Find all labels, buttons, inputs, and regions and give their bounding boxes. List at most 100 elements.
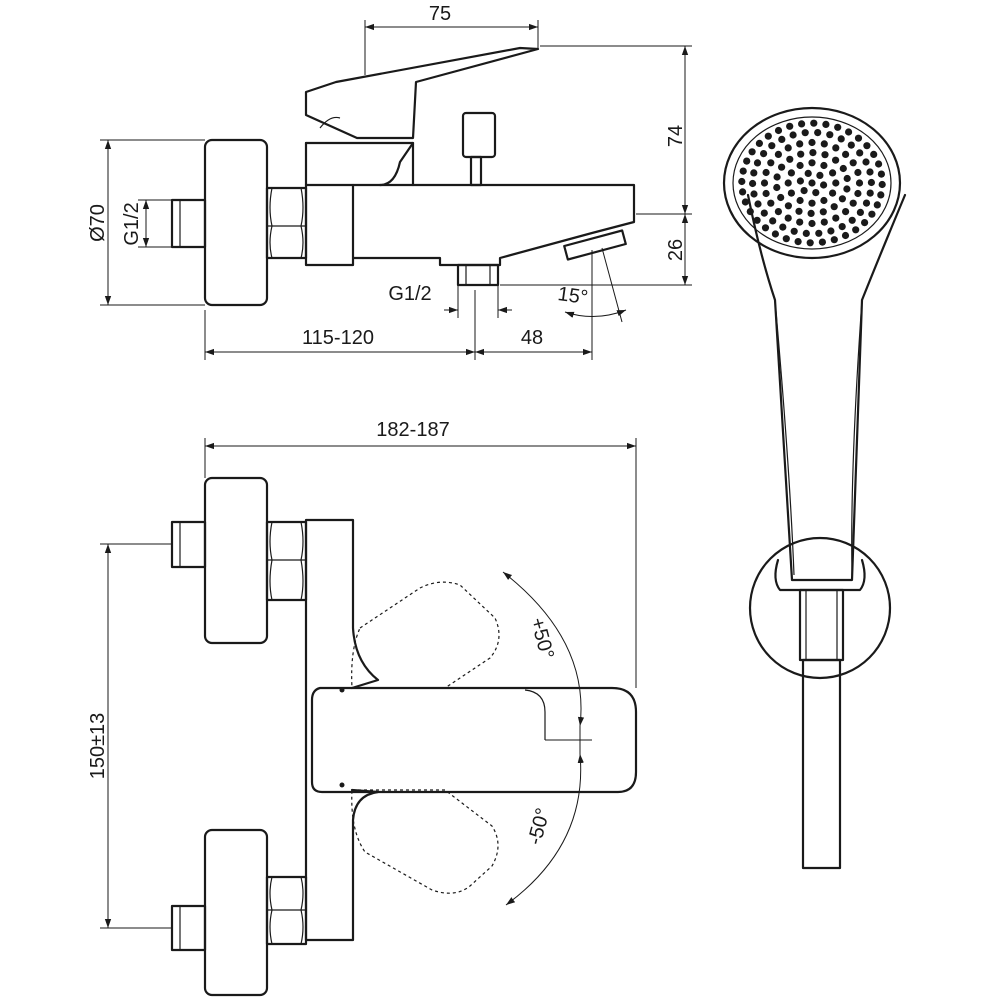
shower-nozzle-dot [795, 207, 803, 215]
shower-nozzle-dot [748, 148, 756, 156]
dim-150: 150±13 [87, 713, 109, 780]
shower-nozzle-dot [784, 179, 792, 187]
shower-nozzle-dot [849, 199, 857, 207]
shower-nozzle-dot [796, 218, 804, 226]
shower-nozzle-dot [774, 126, 783, 135]
front-handle-minus-50 [351, 789, 499, 894]
shower-nozzle-dot [779, 223, 787, 231]
shower-nozzle-dot [861, 219, 869, 227]
shower-nozzle-dot [820, 196, 828, 205]
shower-nozzle-dot [760, 209, 768, 217]
side-inlet-nipple [170, 198, 207, 249]
side-diverter-knob [461, 111, 497, 159]
shower-nozzle-dot [796, 196, 804, 205]
shower-nozzle-dot [854, 168, 862, 177]
shower-nozzle-dot [784, 202, 793, 210]
shower-nozzle-dot [878, 180, 886, 189]
shower-nozzle-dot [741, 198, 750, 206]
shower-nozzle-dot [843, 185, 851, 193]
shower-nozzle-dot [837, 135, 845, 143]
shower-nozzle-dot [814, 129, 822, 137]
side-view: 75 74 26 Ø70 G1/2 G1/2 15° [87, 3, 692, 360]
shower-nozzle-dot [870, 150, 878, 158]
shower-nozzle-dot [796, 177, 805, 185]
shower-nozzle-dot [739, 188, 747, 196]
shower-nozzle-dot [794, 238, 802, 246]
shower-nozzle-dot [845, 128, 853, 136]
shower-nozzle-dot [750, 190, 758, 198]
dim-angle-15: 15° [556, 283, 589, 309]
front-upper-rosette [203, 476, 269, 645]
shower-nozzle-dot [838, 195, 847, 203]
dim-inlet-thread: G1/2 [121, 202, 143, 245]
shower-nozzle-dot [797, 150, 805, 158]
shower-nozzle-dot [849, 159, 857, 167]
shower-nozzle-dot [809, 149, 817, 157]
front-upper-hex-nut [265, 520, 308, 602]
side-hex-nut [265, 186, 308, 260]
shower-nozzle-dot [753, 216, 761, 224]
shower-nozzle-dot [815, 229, 823, 237]
shower-nozzle-dot [760, 179, 769, 187]
dim-115-120: 115-120 [302, 327, 374, 349]
shower-nozzle-dot [778, 135, 786, 143]
shower-nozzle-dot [863, 142, 871, 150]
shower-nozzle-dot [810, 119, 818, 127]
shower-nozzle-dot [848, 216, 856, 224]
shower-nozzle-dot [798, 120, 806, 128]
front-handle-plus-50 [351, 581, 500, 689]
shower-nozzle-dot [749, 179, 757, 188]
shower-nozzle-dot [854, 189, 862, 198]
shower-nozzle-dot [832, 144, 840, 152]
shower-nozzle-dot [808, 159, 816, 167]
shower-nozzle-dot [822, 120, 830, 128]
shower-nozzle-dot [804, 169, 812, 177]
shower-nozzle-dot [773, 173, 781, 181]
shower-nozzle-dot [773, 183, 781, 192]
shower-nozzle-dot [854, 134, 863, 142]
side-lever-handle [304, 46, 540, 140]
shower-nozzle-dot [769, 217, 777, 225]
shower-nozzle-dot [786, 122, 794, 130]
shower-nozzle-dot [856, 208, 865, 216]
shower-nozzle-dot [760, 150, 768, 158]
shower-head [722, 106, 902, 260]
shower-nozzle-dot [821, 151, 829, 159]
shower-nozzle-dot [808, 138, 816, 147]
shower-nozzle-dot [868, 210, 876, 218]
shower-nozzle-dot [801, 129, 809, 137]
shower-nozzle-dot [746, 208, 754, 216]
dim-angle-plus-50: +50° [526, 615, 558, 661]
dim-48: 48 [521, 327, 543, 349]
side-spout-outlet [563, 229, 627, 261]
shower-nozzle-dot [842, 150, 850, 158]
shower-nozzle-dot [862, 158, 870, 166]
shower-nozzle-dot [774, 208, 783, 216]
shower-nozzle-dot [820, 140, 828, 148]
shower-nozzle-dot [866, 189, 874, 197]
shower-nozzle-dot [750, 169, 758, 177]
shower-nozzle-dot [806, 239, 814, 247]
front-lower-rosette [203, 828, 269, 997]
shower-nozzle-dot [762, 168, 770, 177]
shower-nozzle-dot [784, 144, 792, 152]
shower-nozzles [738, 119, 886, 247]
shower-nozzle-dot [830, 203, 838, 211]
shower-nozzle-dot [866, 168, 874, 176]
shower-nozzle-dot [784, 214, 792, 222]
shower-nozzle-dot [743, 157, 751, 165]
shower-nozzle-dot [786, 155, 794, 163]
shower-nozzle-dot [832, 156, 840, 164]
front-lever-handle [310, 686, 638, 794]
shower-nozzle-dot [834, 123, 842, 131]
shower-nozzle-dot [762, 189, 770, 198]
shower-nozzle-dot [820, 181, 828, 189]
shower-nozzle-dot [767, 159, 775, 167]
side-wall-rosette [203, 138, 269, 307]
shower-nozzle-dot [777, 193, 785, 202]
shower-nozzle-dot [789, 131, 797, 139]
front-lower-nipple [170, 904, 207, 952]
front-view: +50° -50° 182-187 150±13 [87, 419, 638, 997]
front-lower-hex-nut [265, 875, 308, 946]
shower-nozzle-dot [754, 200, 762, 208]
